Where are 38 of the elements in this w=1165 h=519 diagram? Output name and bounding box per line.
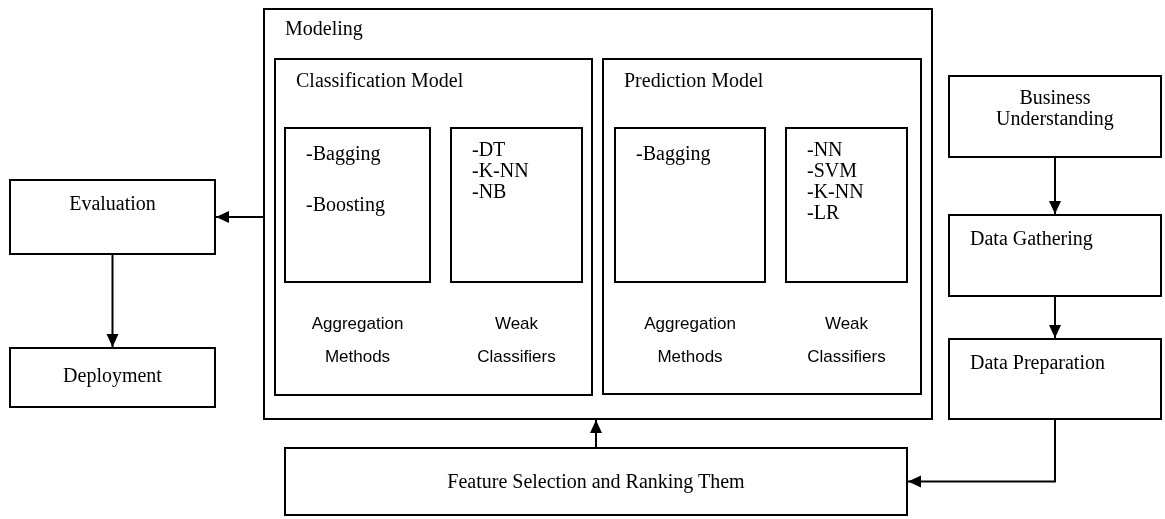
box-label: -LR — [807, 202, 840, 223]
box-label: -SVM — [807, 160, 857, 181]
box-label: -NN — [807, 139, 843, 160]
process-box — [9, 347, 216, 408]
box-caption: Aggregation Methods — [643, 313, 737, 368]
process-box — [9, 179, 216, 255]
box-caption: Weak Classifiers — [806, 313, 887, 368]
model-box — [274, 58, 593, 396]
box-label: -DT — [472, 139, 506, 160]
box-label: Feature Selection and Ranking Them — [447, 471, 745, 492]
box-label: Data Preparation — [970, 352, 1105, 373]
group-box — [263, 8, 933, 420]
box-label: -NB — [472, 181, 507, 202]
process-box — [948, 338, 1162, 420]
process-box — [948, 75, 1162, 158]
process-box — [948, 214, 1162, 297]
arrow — [215, 211, 264, 223]
arrow — [1049, 296, 1061, 339]
box-label: Evaluation — [69, 193, 156, 214]
group-heading: Modeling — [285, 18, 363, 39]
box-caption: Weak Classifiers — [476, 313, 557, 368]
box-label: Data Gathering — [970, 228, 1093, 249]
arrow — [590, 419, 602, 448]
group-heading: Classification Model — [296, 70, 464, 91]
box-label: -Bagging — [306, 143, 381, 164]
box-label: -Bagging — [636, 143, 711, 164]
box-label: -K-NN — [472, 160, 529, 181]
box-caption: Aggregation Methods — [310, 313, 405, 368]
model-box — [602, 58, 922, 395]
process-box — [284, 447, 908, 516]
box-label: -K-NN — [807, 181, 864, 202]
box-label: Business Understanding — [995, 87, 1115, 129]
arrow — [907, 419, 1056, 488]
box-label: -Boosting — [306, 194, 385, 215]
box-label: Deployment — [63, 365, 162, 386]
arrow — [106, 254, 119, 348]
group-heading: Prediction Model — [624, 70, 764, 91]
arrow — [1049, 157, 1061, 215]
